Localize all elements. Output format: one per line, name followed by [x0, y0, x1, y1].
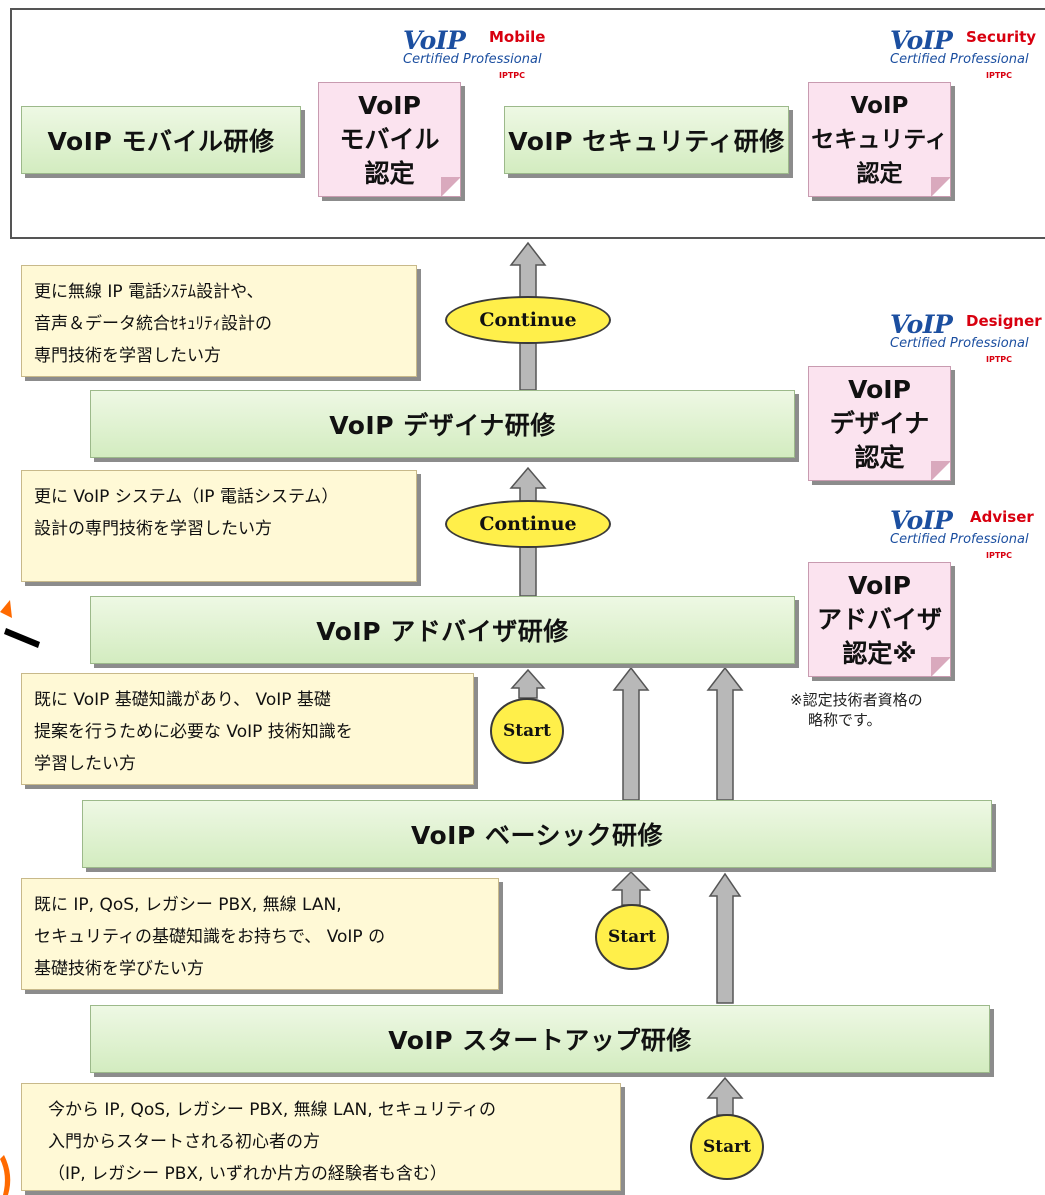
note-line: 更に無線 IP 電話ｼｽﾃﾑ設計や、 [34, 282, 264, 302]
note-line: 更に VoIP システム（IP 電話システム） [34, 487, 339, 507]
start-badge-basic: Start [595, 904, 669, 970]
note-line: 設計の専門技術を学習したい方 [34, 519, 272, 539]
course-basic: VoIP ベーシック研修 [82, 800, 992, 868]
arrow-start-adviser [510, 668, 546, 699]
footnote-line: 略称です。 [808, 711, 882, 729]
arrow-basic-to-adviser-2 [706, 666, 744, 801]
course-mobile: VoIP モバイル研修 [21, 106, 301, 174]
note-line: 既に VoIP 基礎知識があり、 VoIP 基礎 [34, 690, 331, 710]
security-cert-logo: VoIP Security Certified Professional IPT… [890, 28, 1045, 88]
logo-type-label: Designer [966, 312, 1042, 330]
designer-cert-logo: VoIP Designer Certified Professional IPT… [890, 312, 1045, 372]
logo-iptpc: IPTPC [986, 355, 1013, 364]
logo-subtitle: Certified Professional [890, 532, 1029, 547]
footnote-line: ※認定技術者資格の [790, 691, 923, 709]
logo-subtitle: Certified Professional [403, 52, 542, 67]
cert-line: 認定 [364, 158, 415, 188]
continue-badge-top: Continue [445, 296, 611, 344]
course-adviser: VoIP アドバイザ研修 [90, 596, 795, 664]
arrow-start-basic [611, 870, 651, 906]
mobile-cert-logo: VoIP Mobile Certified Professional IPTPC [403, 28, 573, 88]
cert-line: 認定 [856, 160, 903, 187]
cert-line: アドバイザ [816, 604, 942, 634]
note-line: 今から IP, QoS, レガシー PBX, 無線 LAN, セキュリティの [48, 1100, 497, 1120]
voip-logo-mark: VoIP [890, 506, 953, 535]
logo-type-label: Security [966, 28, 1037, 46]
arrow-start-startup [706, 1076, 744, 1116]
arrow-basic-to-adviser-1 [612, 666, 650, 801]
voip-logo-mark: VoIP [403, 26, 466, 55]
course-startup: VoIP スタートアップ研修 [90, 1005, 990, 1073]
logo-iptpc: IPTPC [986, 71, 1013, 80]
course-designer: VoIP デザイナ研修 [90, 390, 795, 458]
edge-decoration [0, 600, 40, 648]
note-basic-to-adviser: 既に VoIP 基礎知識があり、 VoIP 基礎 提案を行うために必要な VoI… [21, 673, 474, 785]
note-designer-to-advanced: 更に無線 IP 電話ｼｽﾃﾑ設計や、 音声＆データ統合ｾｷｭﾘﾃｨ設計の 専門技… [21, 265, 417, 377]
cert-line: セキュリティ [811, 126, 948, 153]
logo-type-label: Mobile [489, 28, 546, 46]
cert-adviser: VoIP アドバイザ 認定※ [808, 562, 951, 677]
voip-logo-mark: VoIP [890, 310, 953, 339]
logo-type-label: Adviser [970, 508, 1034, 526]
note-beginner: 今から IP, QoS, レガシー PBX, 無線 LAN, セキュリティの 入… [21, 1083, 621, 1191]
voip-logo-mark: VoIP [890, 26, 953, 55]
arrow-startup-to-basic-1 [708, 872, 742, 1004]
logo-subtitle: Certified Professional [890, 52, 1029, 67]
note-line: 専門技術を学習したい方 [34, 346, 221, 366]
course-security: VoIP セキュリティ研修 [504, 106, 789, 174]
cert-designer: VoIP デザイナ 認定 [808, 366, 951, 481]
note-adviser-to-designer: 更に VoIP システム（IP 電話システム） 設計の専門技術を学習したい方 [21, 470, 417, 582]
note-line: 基礎技術を学びたい方 [34, 959, 204, 979]
note-line: （IP, レガシー PBX, いずれか片方の経験者も含む） [48, 1164, 447, 1184]
start-badge-startup: Start [690, 1114, 764, 1180]
cert-mobile: VoIP モバイル 認定 [318, 82, 461, 197]
cert-security: VoIP セキュリティ 認定 [808, 82, 951, 197]
cert-line: モバイル [339, 124, 440, 154]
cert-line: 認定 [854, 442, 905, 472]
note-line: セキュリティの基礎知識をお持ちで、 VoIP の [34, 927, 386, 947]
note-line: 音声＆データ統合ｾｷｭﾘﾃｨ設計の [34, 314, 272, 334]
cert-line: 認定※ [842, 638, 917, 668]
note-line: 入門からスタートされる初心者の方 [48, 1132, 320, 1152]
note-line: 学習したい方 [34, 754, 136, 774]
cert-line: VoIP [850, 92, 909, 119]
advanced-courses-frame [10, 8, 1045, 239]
cert-footnote: ※認定技術者資格の 略称です。 [790, 690, 990, 730]
continue-badge-middle: Continue [445, 500, 611, 548]
note-startup-to-basic: 既に IP, QoS, レガシー PBX, 無線 LAN, セキュリティの基礎知… [21, 878, 499, 990]
note-line: 提案を行うために必要な VoIP 技術知識を [34, 722, 353, 742]
cert-line: VoIP [848, 570, 911, 600]
edge-decoration [0, 1155, 11, 1195]
logo-iptpc: IPTPC [986, 551, 1013, 560]
logo-iptpc: IPTPC [499, 71, 526, 80]
start-badge-adviser: Start [490, 698, 564, 764]
note-line: 既に IP, QoS, レガシー PBX, 無線 LAN, [34, 895, 342, 915]
adviser-cert-logo: VoIP Adviser Certified Professional IPTP… [890, 508, 1045, 568]
logo-subtitle: Certified Professional [890, 336, 1029, 351]
cert-line: VoIP [848, 374, 911, 404]
cert-line: デザイナ [829, 408, 930, 438]
cert-line: VoIP [358, 90, 421, 120]
